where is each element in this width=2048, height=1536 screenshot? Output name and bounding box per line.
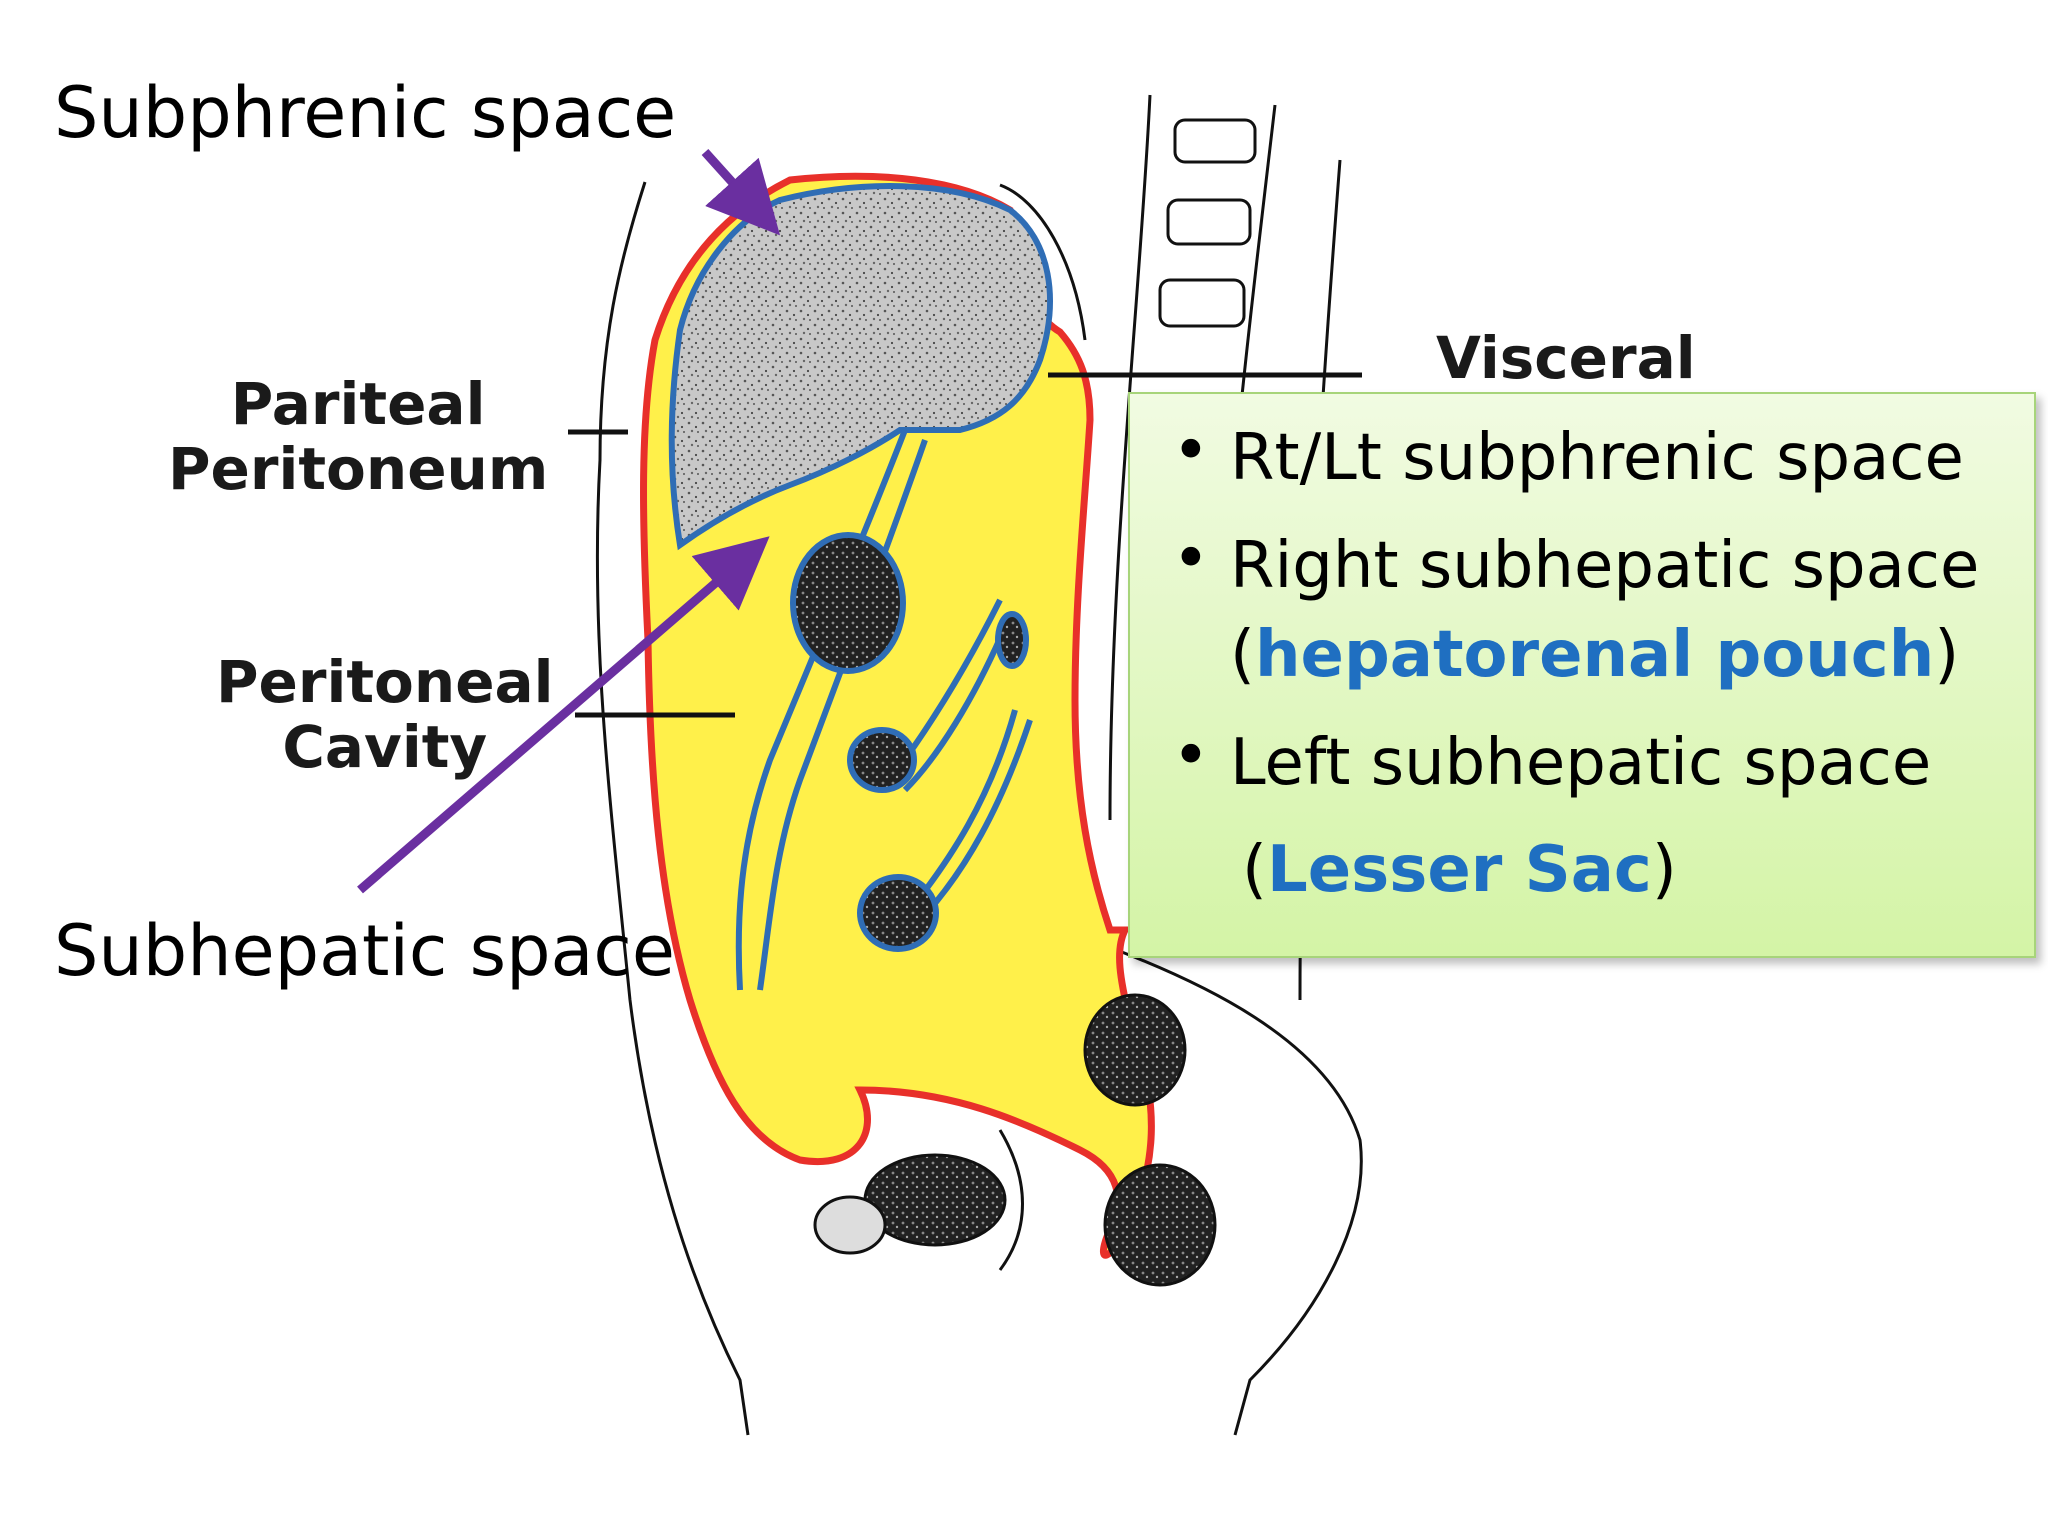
list-item: • Right subhepatic space (hepatorenal po…: [1150, 522, 2016, 701]
body-outline: [595, 181, 1363, 1436]
parietal-label-line1: Pariteal: [230, 370, 486, 438]
paren-open: (: [1242, 833, 1267, 908]
visceral-label: Visceral: [1436, 324, 1696, 392]
subphrenic-arrow: [701, 148, 781, 236]
paren-open: (: [1230, 618, 1255, 693]
list-item-line: Left subhepatic space: [1230, 725, 1932, 800]
list-item-continuation: (Lesser Sac): [1230, 826, 1677, 916]
list-item-text: Left subhepatic space (Lesser Sac): [1230, 719, 2016, 916]
leader-lines: [568, 372, 1362, 718]
cavity-label-line2: Cavity: [282, 712, 488, 781]
list-item-line: Right subhepatic space: [1230, 528, 1980, 603]
cavity-label-line1: Peritoneal: [216, 648, 554, 716]
liver: [668, 183, 1053, 551]
parietal-label-line2: Peritoneum: [168, 434, 549, 503]
lesser-sac-highlight: Lesser Sac: [1266, 833, 1652, 908]
hepatorenal-pouch-highlight: hepatorenal pouch: [1254, 618, 1935, 693]
subphrenic-space-label: Subphrenic space: [54, 72, 677, 154]
paren-close: ): [1651, 833, 1677, 908]
bullet-icon: •: [1172, 414, 1210, 488]
subhepatic-space-label: Subhepatic space: [54, 910, 675, 992]
paren-close: ): [1934, 618, 1960, 693]
parietal-peritoneum-label: Pariteal Peritoneum: [168, 372, 548, 502]
bullet-icon: •: [1172, 521, 1210, 596]
spaces-list-box: • Rt/Lt subphrenic space • Right subhepa…: [1128, 392, 2036, 958]
subhepatic-arrow: [357, 536, 770, 894]
list-item-text: Right subhepatic space (hepatorenal pouc…: [1230, 522, 2016, 701]
bullet-icon: •: [1172, 718, 1210, 793]
list-item-text: Rt/Lt subphrenic space: [1230, 421, 1964, 495]
list-item: • Left subhepatic space (Lesser Sac): [1150, 719, 2016, 916]
pelvic-organs: [813, 993, 1217, 1287]
bowel-loops: [790, 532, 1029, 952]
list-item: • Rt/Lt subphrenic space: [1150, 414, 2016, 504]
peritoneal-cavity-label: Peritoneal Cavity: [216, 650, 554, 780]
